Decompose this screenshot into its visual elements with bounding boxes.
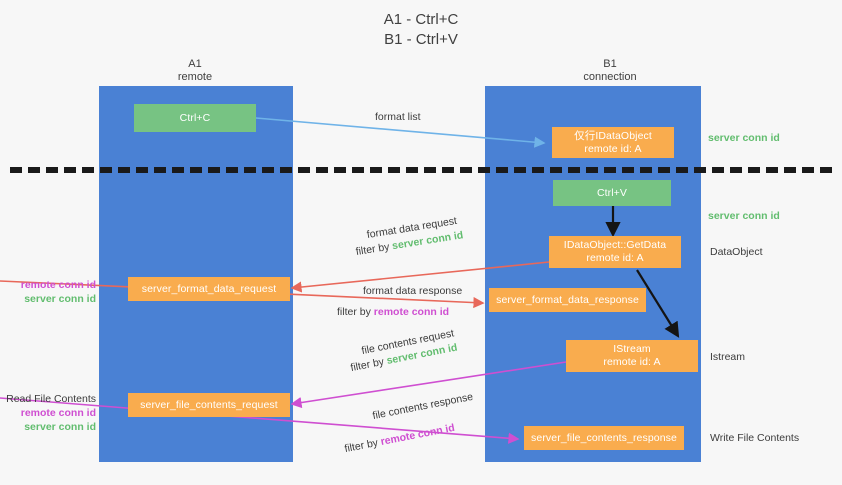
annotation-remote-conn-id-1: remote conn id — [20, 279, 96, 291]
annotation-read-file-contents-heading: Read File Contents — [6, 393, 96, 405]
annotation-write-file-contents: Write File Contents — [710, 432, 800, 444]
node-server-file-contents-response-label: server_file_contents_response — [531, 431, 677, 444]
lane-b1-sub: connection — [583, 71, 637, 83]
page-title: A1 - Ctrl+C B1 - Ctrl+V — [0, 10, 842, 50]
lane-b1-name: B1 — [603, 58, 617, 70]
node-ctrl-v-label: Ctrl+V — [596, 186, 628, 199]
annotation-conn-ids-format: remote conn id server conn id — [0, 278, 96, 306]
title-line-2: B1 - Ctrl+V — [384, 31, 458, 48]
node-getdata-label: IDataObject::GetData — [563, 239, 667, 251]
edge-label-format-data-response: format data response — [363, 285, 463, 297]
node-idataobject[interactable]: 仅行IDataObject remote id: A — [552, 127, 674, 158]
node-idataobject-sub: remote id: A — [584, 142, 642, 155]
node-server-format-data-response-label: server_format_data_response — [496, 293, 639, 306]
annotation-server-conn-id-mid: server conn id — [708, 210, 780, 222]
annotation-istream: Istream — [710, 351, 746, 363]
node-istream-sub: remote id: A — [603, 356, 661, 368]
node-getdata-sub: remote id: A — [586, 252, 644, 264]
node-server-file-contents-request-label: server_file_contents_request — [140, 398, 278, 411]
node-ctrl-c[interactable]: Ctrl+C — [134, 104, 256, 132]
node-idataobject-prefix: 仅行 — [574, 129, 596, 142]
edge-label-format-data-response-filter: filter by remote conn id — [337, 305, 449, 319]
lane-header-a1: A1 remote — [130, 58, 260, 84]
node-server-format-data-request-label: server_format_data_request — [141, 282, 277, 295]
lane-header-b1: B1 connection — [545, 58, 675, 84]
title-line-1: A1 - Ctrl+C — [383, 11, 459, 28]
node-getdata[interactable]: IDataObject::GetData remote id: A — [549, 236, 681, 268]
annotation-server-conn-id-top: server conn id — [708, 132, 780, 144]
node-ctrl-c-label: Ctrl+C — [179, 111, 211, 124]
node-server-format-data-response[interactable]: server_format_data_response — [489, 288, 646, 312]
lane-a1-name: A1 — [188, 58, 202, 70]
node-server-file-contents-response[interactable]: server_file_contents_response — [524, 426, 684, 450]
node-ctrl-v[interactable]: Ctrl+V — [553, 180, 671, 206]
node-istream-label: IStream — [613, 343, 651, 355]
phase-divider — [10, 167, 832, 173]
annotation-dataobject: DataObject — [710, 246, 763, 258]
node-server-file-contents-request[interactable]: server_file_contents_request — [128, 393, 290, 417]
node-istream[interactable]: IStream remote id: A — [566, 340, 698, 372]
node-idataobject-label: 仅行IDataObject — [574, 130, 652, 143]
annotation-read-file-contents: Read File Contents remote conn id server… — [0, 392, 96, 434]
node-idataobject-name: IDataObject — [595, 129, 652, 142]
annotation-server-conn-id-1: server conn id — [24, 293, 96, 305]
edge-label-format-list: format list — [375, 111, 421, 123]
node-server-format-data-request[interactable]: server_format_data_request — [128, 277, 290, 301]
filter-prefix-2: filter by — [337, 306, 374, 318]
annotation-server-conn-id-2: server conn id — [24, 421, 96, 433]
annotation-remote-conn-id-2: remote conn id — [20, 407, 96, 419]
lane-a1-sub: remote — [177, 71, 213, 83]
filter-value-2: remote conn id — [373, 306, 450, 318]
